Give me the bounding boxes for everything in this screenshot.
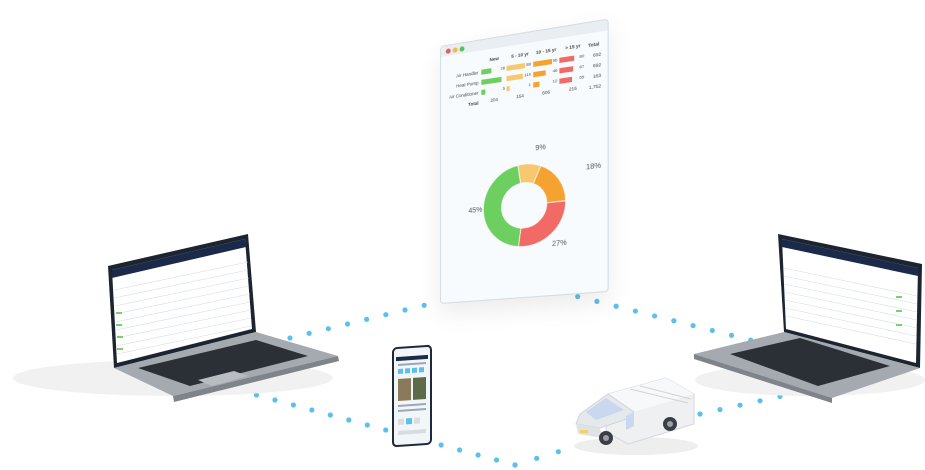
- maximize-dot-icon: [460, 46, 465, 52]
- link-dot: [345, 321, 350, 326]
- table-cell: 96: [553, 57, 558, 63]
- link-dot: [556, 449, 561, 454]
- link-dot: [614, 304, 619, 309]
- table-cell: 88: [526, 61, 531, 67]
- link-dot: [365, 422, 370, 427]
- table-cell: 12: [553, 77, 558, 83]
- link-dot: [717, 407, 722, 412]
- link-dot: [291, 402, 296, 407]
- left-laptop-icon: [8, 228, 343, 403]
- totals-cell: 204: [481, 95, 507, 106]
- link-dot: [383, 427, 388, 432]
- link-dot: [633, 308, 638, 313]
- phone-screen: [394, 347, 430, 446]
- minimize-dot-icon: [453, 47, 458, 53]
- link-dot: [512, 462, 517, 467]
- link-dot: [652, 313, 657, 318]
- smartphone-icon: [392, 345, 432, 448]
- link-dot: [439, 442, 444, 447]
- right-laptop-icon: [690, 228, 925, 403]
- table-cell: 114: [524, 71, 531, 77]
- totals-label: Total: [447, 100, 482, 110]
- link-dot: [346, 417, 351, 422]
- table-cell: 28: [500, 65, 505, 71]
- table-cell: 5: [503, 85, 505, 90]
- donut-chart-svg: [468, 139, 603, 267]
- column-header: Total: [586, 40, 601, 48]
- table-cell: 55: [579, 73, 584, 79]
- row-total: 692: [586, 61, 601, 68]
- link-dot: [671, 318, 676, 323]
- link-dot: [422, 303, 427, 308]
- link-dot: [737, 403, 742, 408]
- slice-label: 45%: [468, 207, 482, 216]
- link-dot: [594, 299, 599, 304]
- donut-slice: [483, 165, 521, 250]
- link-dot: [494, 457, 499, 462]
- dashboard-window: New 5 - 10 yr 10 - 15 yr > 15 yr Total A…: [440, 18, 609, 304]
- link-dot: [383, 312, 388, 317]
- row-total: 163: [586, 72, 601, 79]
- slice-label: 9%: [535, 144, 546, 153]
- donut-chart: 45% 9% 18% 27%: [468, 139, 603, 267]
- row-total: 692: [586, 51, 601, 59]
- close-dot-icon: [446, 48, 451, 54]
- table-cell: 80: [579, 52, 584, 58]
- link-dot: [457, 447, 462, 452]
- totals-cell: 154: [507, 91, 533, 102]
- link-dot: [534, 456, 539, 461]
- table-cell: 46: [553, 67, 558, 73]
- link-dot: [328, 412, 333, 417]
- link-dot: [402, 307, 407, 312]
- link-dot: [364, 317, 369, 322]
- link-dot: [475, 452, 480, 457]
- totals-cell: 606: [533, 87, 559, 98]
- totals-cell: 215: [559, 84, 586, 95]
- table-cell: 1: [529, 81, 531, 86]
- slice-label: 27%: [552, 240, 567, 249]
- table-cell: 67: [579, 63, 584, 69]
- link-dot: [309, 407, 314, 412]
- van-icon: [570, 372, 700, 456]
- grand-total: 1,752: [586, 83, 601, 90]
- link-dot: [575, 294, 580, 299]
